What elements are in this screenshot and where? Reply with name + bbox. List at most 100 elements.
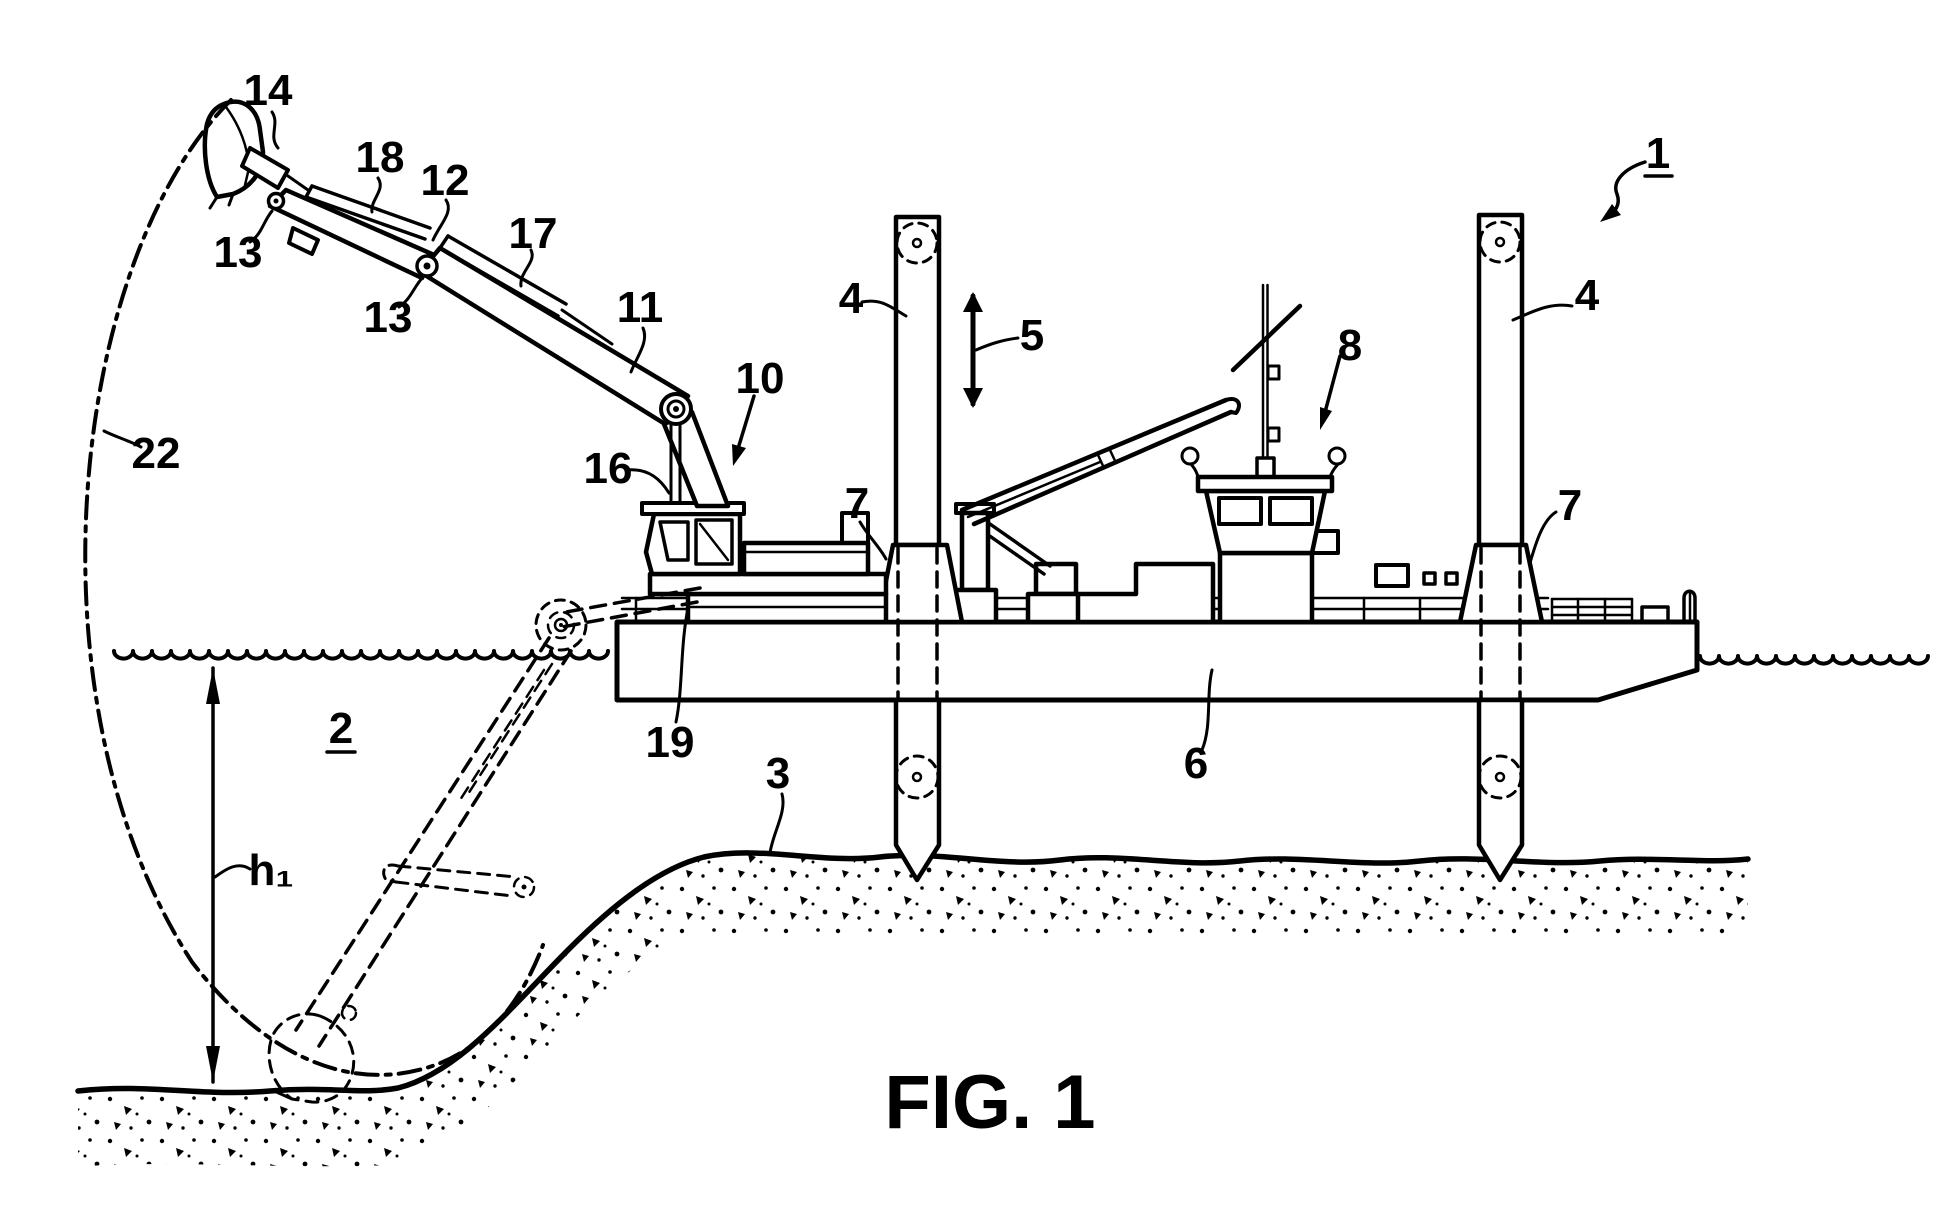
bow-railing-block [1550,597,1634,624]
cab-window-brace [698,522,730,562]
spud-right-top-sheave [1478,220,1522,264]
crane-boom-joint-tick [1096,453,1106,470]
stick-cylinder-body-bottom [438,246,560,318]
antenna-left-icon [1180,446,1200,466]
deckhouse-porthole-1 [1422,571,1437,586]
label-cylinder-17: 17 [509,209,558,258]
bucket-joint-pin-dot [273,198,279,204]
dashed-elbow-inner [546,610,576,640]
depth-arrow-h1 [206,666,220,1084]
barge-hull [614,619,1700,703]
wheelhouse [1180,283,1347,625]
label-excavator-10: 10 [736,354,785,403]
cab-rear-window [694,518,734,566]
spud-right-lower-pin [1494,771,1506,783]
label-spud-4-right: 4 [1575,271,1600,320]
travel-arrow-head-down [963,388,983,408]
water [112,649,1930,666]
label-cylinder-18: 18 [356,133,405,182]
label-st-12: 12 [421,156,470,205]
arrow-1 [1600,160,1647,222]
leader-4-left [860,299,908,318]
spud-left-pole [893,214,942,548]
dashed-bucket-mid-top [396,864,518,879]
label-seabed-3: 3 [766,749,790,798]
leader-4-right [1511,303,1574,322]
travel-arrow-head-up [963,292,983,312]
leader-14 [270,110,280,150]
cab-roof-slab [640,501,746,516]
leader-19 [674,606,690,724]
dashed-stick-edge2 [317,649,573,1048]
label-depth-h1: h₁ [248,846,293,895]
mast-diagonal-stay [1230,303,1303,373]
depth-arrow-head-down [206,1046,220,1082]
dashed-elbow-pin [553,617,569,633]
dashed-elbow-dot [559,623,563,627]
mast-tab-upper [1266,364,1281,381]
wheelhouse-window-right [1268,496,1314,526]
dashed-stick-cylinder1 [466,662,554,796]
leader-18 [370,176,382,214]
mast-tab-lower [1266,426,1281,443]
wheelhouse-window-left [1217,496,1263,526]
spud-left-top-sheave [895,221,939,265]
spud-left-lower-sheave [894,754,940,800]
spud-right-pole [1476,212,1525,548]
crane-boom-joint-tick2 [1108,448,1118,465]
label-envelope-22: 22 [132,429,181,478]
leader-5 [974,336,1020,352]
label-joint-13-lower: 13 [364,293,413,342]
antenna-right-icon [1327,446,1347,466]
spud-left-lower-pin [911,771,923,783]
boom-foot-pivot-dot [673,406,679,412]
label-guide-7-right: 7 [1558,481,1582,530]
deck-crane [951,397,1241,625]
bucket-tooth-1 [208,195,219,210]
dashed-bucket-deep [267,1012,356,1104]
reference-labels: 1 22 14 18 12 17 13 13 11 10 16 4 5 8 4 … [132,66,1674,895]
stick-joint-pin-dot [423,262,431,270]
seabed [75,850,1751,1167]
label-bucket-14: 14 [244,66,293,115]
dashed-stick-cylinder2 [458,668,546,802]
label-boom-11: 11 [617,283,664,332]
crane-cylinder [988,522,1052,568]
spud-right-top-pin [1494,236,1506,248]
label-hull-6: 6 [1184,739,1208,788]
leader-12 [431,198,450,242]
label-spud-4-left: 4 [839,274,864,323]
spud-left-top-pin [911,237,923,249]
label-undercarriage-19: 19 [646,718,695,767]
label-cylinder-16: 16 [584,444,633,493]
spud-left-lower [893,697,942,883]
arrow-8 [1320,354,1342,430]
dashed-boom-bottom [560,600,699,629]
bucket-link-upper [240,146,290,190]
leader-7-right [1528,510,1558,565]
label-water-2: 2 [329,704,353,753]
deck-fittings [1374,563,1697,624]
spud-right-lower-sheave [1477,754,1523,800]
stick-cylinder-body-top [446,234,568,306]
dashed-boom-top [564,586,702,614]
dashed-stick-edge1 [294,636,551,1032]
wheelhouse-roof [1195,474,1335,494]
dashed-bucket-mid-pivot [512,875,536,899]
stick-cylinder-cap [438,234,450,250]
arrow-10 [732,394,756,466]
crane-heel-block [1033,561,1079,597]
spud-right-lower [1476,697,1525,883]
leader-3 [768,792,785,855]
dashed-bucket-tooth [270,1088,294,1101]
leader-11 [629,326,646,374]
waterline-left [112,649,610,661]
leader-13-upper [248,209,274,244]
bucket-cylinder-rod [286,174,310,192]
underwater-arm-dashed [267,586,702,1104]
leader-6 [1200,668,1214,752]
cab-front-window [658,520,690,562]
leader-h1 [213,864,252,879]
